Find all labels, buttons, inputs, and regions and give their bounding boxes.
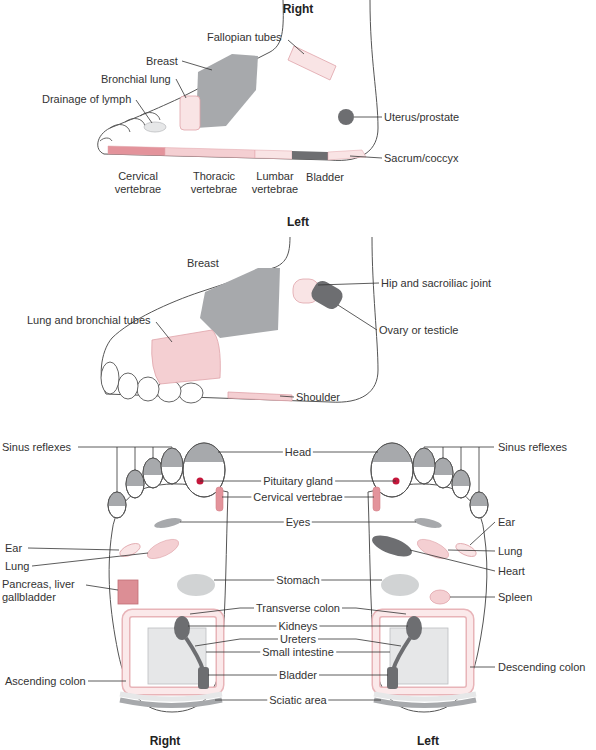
reflex-label: Thoracic vertebrae bbox=[184, 170, 244, 196]
reflex-label: Sinus reflexes bbox=[2, 441, 71, 454]
reflex-zone bbox=[292, 151, 328, 160]
reflex-label: Eyes bbox=[284, 516, 312, 529]
reflex-label: Drainage of lymph bbox=[42, 93, 131, 106]
toe-outline bbox=[118, 373, 138, 399]
view-heading: Left bbox=[287, 216, 309, 229]
reflex-label: Ovary or testicle bbox=[379, 324, 458, 337]
reflex-label: Bladder bbox=[277, 669, 319, 682]
reflex-label: Lung bbox=[5, 560, 29, 573]
leader-line bbox=[180, 452, 416, 700]
reflex-label: Stomach bbox=[274, 574, 321, 587]
reflex-label: Ear bbox=[498, 516, 515, 529]
reflex-label: Cervical vertebrae bbox=[251, 491, 344, 504]
reflex-zone bbox=[144, 122, 166, 132]
reflex-zone bbox=[309, 278, 346, 312]
reflex-label: Lung and bronchial tubes bbox=[27, 314, 151, 327]
reflex-label: Descending colon bbox=[498, 661, 585, 674]
reflex-label: Transverse colon bbox=[254, 602, 342, 615]
reflex-zone bbox=[165, 148, 255, 158]
reflex-zone bbox=[373, 478, 478, 706]
reflex-label: Ear bbox=[5, 542, 22, 555]
reflex-zone bbox=[430, 590, 450, 604]
reflex-label: Fallopian tubes bbox=[207, 31, 282, 44]
leader-line bbox=[136, 40, 382, 158]
reflex-label: Pituitary gland bbox=[261, 475, 335, 488]
reflex-label: Sciatic area bbox=[267, 694, 328, 707]
reflex-label: Head bbox=[283, 446, 313, 459]
reflex-label: Lumbar vertebrae bbox=[245, 170, 305, 196]
reflex-label: Ascending colon bbox=[5, 675, 86, 688]
reflex-label: Breast bbox=[187, 257, 219, 270]
toe-outline bbox=[101, 362, 119, 394]
reflex-label: Uterus/prostate bbox=[384, 111, 459, 124]
foot-outline bbox=[98, 0, 378, 160]
reflex-label: Shoulder bbox=[296, 391, 340, 404]
reflex-zone bbox=[370, 531, 415, 560]
reflex-label: Spleen bbox=[498, 591, 532, 604]
reflex-label: Ureters bbox=[278, 633, 318, 646]
reflex-zone bbox=[180, 96, 200, 130]
reflex-label: Pancreas, liver gallbladder bbox=[2, 578, 88, 604]
reflex-zone bbox=[118, 580, 138, 604]
view-heading: Right bbox=[283, 3, 314, 16]
leader-line bbox=[156, 283, 379, 397]
reflex-label: Bladder bbox=[306, 171, 344, 184]
reflex-zone bbox=[152, 330, 221, 384]
reflex-label: Small intestine bbox=[260, 646, 336, 659]
reflex-zone bbox=[328, 150, 366, 160]
reflex-zone bbox=[200, 268, 280, 338]
reflex-label: Sacrum/coccyx bbox=[384, 152, 459, 165]
reflex-zone bbox=[288, 46, 336, 80]
toe-outline bbox=[179, 383, 203, 403]
reflex-label: Bronchial lung bbox=[101, 73, 171, 86]
reflex-label: Hip and sacroiliac joint bbox=[381, 277, 491, 290]
reflex-zone bbox=[338, 109, 354, 125]
reflex-zone bbox=[108, 146, 165, 156]
reflex-label: Lung bbox=[498, 545, 522, 558]
leader-line bbox=[28, 522, 495, 681]
reflex-label: Kidneys bbox=[276, 620, 319, 633]
toe-outline bbox=[137, 377, 159, 401]
reflex-label: Sinus reflexes bbox=[498, 441, 567, 454]
view-heading: Right bbox=[150, 735, 181, 748]
reflex-label: Cervical vertebrae bbox=[108, 170, 168, 196]
reflex-zone bbox=[255, 150, 292, 159]
view-heading: Left bbox=[417, 735, 439, 748]
reflex-label: Heart bbox=[498, 565, 525, 578]
reflex-zone bbox=[196, 54, 258, 128]
reflex-label: Breast bbox=[146, 55, 178, 68]
reflex-zone bbox=[118, 478, 223, 706]
